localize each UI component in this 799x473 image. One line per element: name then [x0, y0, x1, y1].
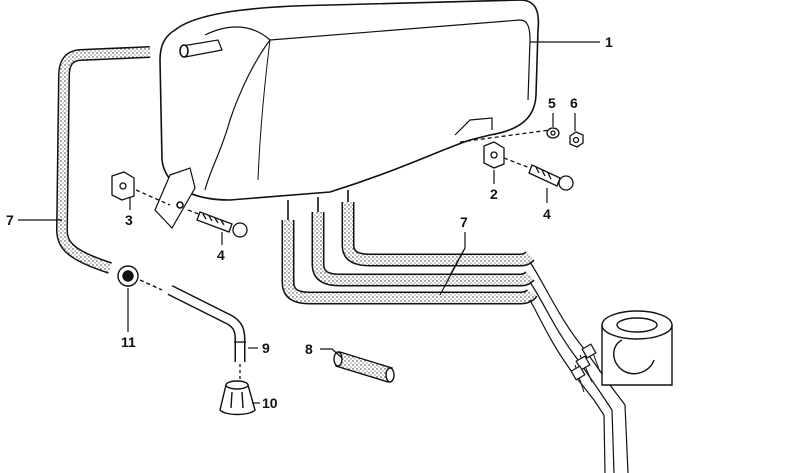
screw-4-left [187, 209, 248, 238]
cap-10 [219, 380, 256, 416]
callout-4-left: 4 [217, 247, 225, 263]
hose-left [55, 46, 151, 274]
callout-4-right: 4 [543, 206, 551, 222]
leader-8 [320, 348, 343, 359]
grommet-11 [117, 265, 163, 291]
hose-8 [333, 351, 395, 383]
callout-7-bundle: 7 [460, 214, 468, 230]
callout-10: 10 [262, 395, 278, 411]
pipe-run [529, 261, 629, 473]
washer-5 [546, 127, 560, 139]
leader-7b [439, 232, 466, 296]
callout-2: 2 [490, 186, 498, 202]
callout-5: 5 [548, 95, 556, 111]
callout-11: 11 [121, 334, 136, 350]
callout-9: 9 [262, 340, 270, 356]
clip-2 [459, 129, 551, 171]
screw-4-right [528, 164, 574, 191]
callout-8: 8 [305, 341, 313, 357]
nut-6 [569, 131, 584, 148]
expansion-tank [154, 0, 540, 229]
clip-3 [111, 171, 171, 206]
reservoir [601, 310, 673, 386]
callout-1: 1 [605, 34, 613, 50]
callout-7-left: 7 [6, 212, 14, 228]
hose-9 [167, 285, 246, 382]
hose-bundle [281, 202, 538, 305]
callout-6: 6 [570, 95, 578, 111]
callout-3: 3 [125, 212, 133, 228]
